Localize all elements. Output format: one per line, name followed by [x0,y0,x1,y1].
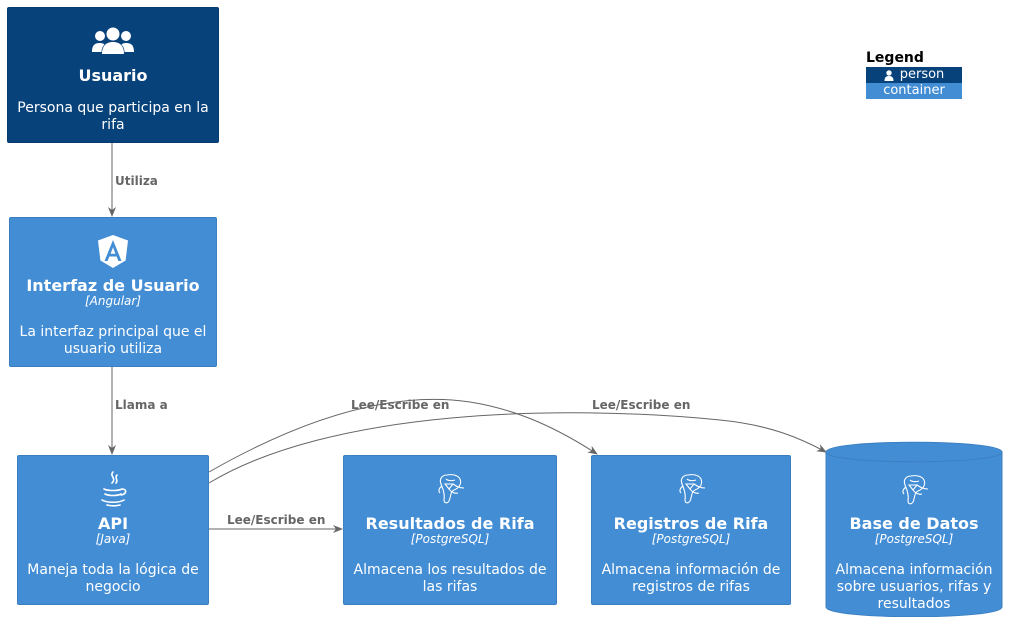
node-title: Interfaz de Usuario [26,276,200,295]
node-interfaz-de-usuario[interactable]: Interfaz de Usuario [Angular] La interfa… [9,217,217,367]
node-title: Registros de Rifa [613,514,769,533]
node-title: Usuario [78,66,148,85]
node-description: Almacena información de registros de rif… [601,562,781,595]
legend: Legend person container [866,50,962,99]
edge-label-api-resultados: Lee/Escribe en [227,513,326,527]
node-description: La interfaz principal que el usuario uti… [19,324,207,357]
postgresql-icon [344,472,556,506]
edge-label-utiliza: Utiliza [115,174,158,188]
edge-label-api-registros: Lee/Escribe en [351,398,450,412]
edge-label-api-basedatos: Lee/Escribe en [592,398,691,412]
database-cylinder-shape [825,441,1003,617]
node-technology: [Angular] [84,294,142,308]
node-technology: [PostgreSQL] [410,532,490,546]
postgresql-icon [592,472,790,506]
node-resultados-de-rifa[interactable]: Resultados de Rifa [PostgreSQL] Almacena… [343,455,557,605]
node-api[interactable]: API [Java] Maneja toda la lógica de nego… [17,455,209,605]
node-title: Base de Datos [849,514,979,533]
angular-icon [10,234,216,270]
legend-item-label: person [899,67,945,82]
node-technology: [Java] [95,532,131,546]
node-base-de-datos[interactable]: Base de Datos [PostgreSQL] Almacena info… [825,441,1003,617]
node-description: Almacena información sobre usuarios, rif… [835,562,993,612]
node-technology: [PostgreSQL] [651,532,731,546]
legend-item-person: person [866,67,962,83]
postgresql-icon [825,473,1003,507]
node-description: Persona que participa en la rifa [17,100,209,133]
node-description: Almacena los resultados de las rifas [353,562,547,595]
java-icon [18,470,208,508]
node-technology: [PostgreSQL] [874,532,954,546]
node-title: API [97,514,129,533]
edge-label-llama-a: Llama a [115,398,168,412]
person-icon [884,69,894,81]
node-registros-de-rifa[interactable]: Registros de Rifa [PostgreSQL] Almacena … [591,455,791,605]
edge-api-basedatos [208,412,827,484]
legend-item-container: container [866,83,962,99]
node-title: Resultados de Rifa [365,514,535,533]
edge-api-registros [208,398,598,473]
node-usuario[interactable]: Usuario Persona que participa en la rifa [7,7,219,143]
legend-item-label: container [883,83,945,98]
legend-title: Legend [866,50,924,66]
users-icon [8,26,218,56]
node-description: Maneja toda la lógica de negocio [27,562,199,595]
